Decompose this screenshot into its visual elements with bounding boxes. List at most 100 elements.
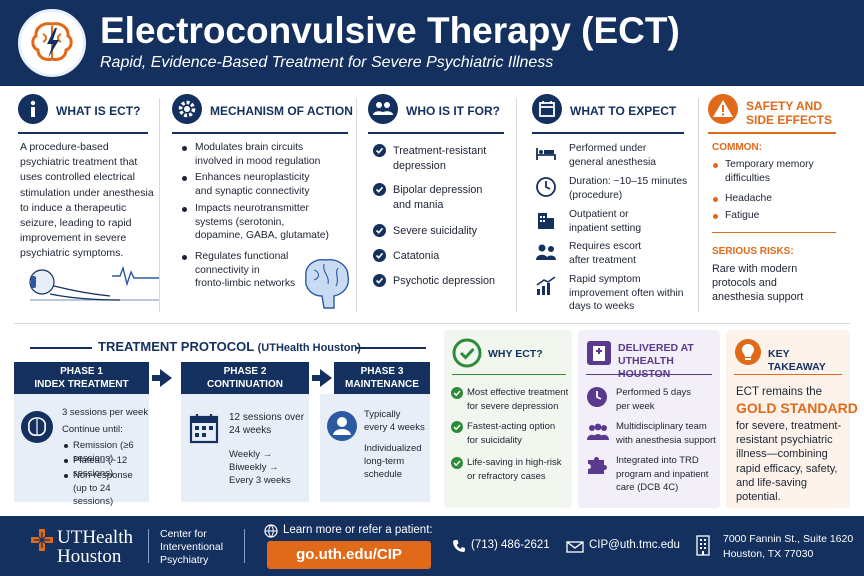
bullet-dot bbox=[182, 255, 187, 260]
column-separator bbox=[516, 98, 517, 312]
divider bbox=[712, 232, 836, 233]
person-icon bbox=[327, 411, 357, 441]
column-separator bbox=[159, 98, 160, 312]
uthealth-logo-icon bbox=[31, 529, 53, 551]
footer-separator bbox=[244, 529, 245, 563]
check-circle-icon bbox=[452, 338, 482, 368]
group-icon bbox=[368, 94, 398, 124]
arrow-stem bbox=[312, 375, 322, 381]
column-separator bbox=[356, 98, 357, 312]
arrow-right-icon bbox=[320, 369, 332, 387]
phone-icon bbox=[453, 540, 465, 552]
arrow-stem bbox=[152, 375, 162, 381]
learn-more-text: Learn more or refer a patient: bbox=[283, 524, 433, 536]
bullet-dot bbox=[713, 163, 718, 168]
section-rule bbox=[172, 132, 348, 134]
page-subtitle: Rapid, Evidence-Based Treatment for Seve… bbox=[100, 54, 554, 71]
section-divider bbox=[14, 323, 850, 324]
section-rule bbox=[532, 132, 684, 134]
who-item: Psychotic depression bbox=[393, 275, 496, 287]
why-ect-title: WHY ECT? bbox=[488, 348, 543, 360]
check-icon bbox=[373, 183, 386, 196]
phone-number[interactable]: (713) 486-2621 bbox=[471, 539, 550, 551]
phase-1-frequency: 3 sessions per week bbox=[62, 407, 149, 418]
patient-illustration bbox=[29, 265, 160, 301]
check-icon bbox=[373, 144, 386, 157]
takeaway-intro: ECT remains the bbox=[736, 386, 823, 398]
check-icon bbox=[373, 249, 386, 262]
bullet-dot bbox=[182, 146, 187, 151]
what-to-expect-title: WHAT TO EXPECT bbox=[570, 104, 677, 118]
chart-up-icon bbox=[536, 276, 556, 295]
team-icon bbox=[587, 423, 609, 440]
page-title: Electroconvulsive Therapy (ECT) bbox=[100, 10, 680, 51]
section-rule bbox=[708, 132, 836, 134]
what-is-ect-title: WHAT IS ECT? bbox=[56, 104, 141, 118]
title-rule-right bbox=[356, 347, 426, 349]
section-rule bbox=[18, 132, 148, 134]
bullet-dot bbox=[713, 214, 718, 219]
phase-1-box: 3 sessions per week Continue until: Remi… bbox=[14, 394, 149, 507]
takeaway-text: for severe, treatment-resistant psychiat… bbox=[736, 420, 842, 504]
who-title: WHO IS IT FOR? bbox=[406, 104, 500, 118]
side-effect-item: Headache bbox=[725, 193, 772, 204]
who-item: Catatonia bbox=[393, 250, 440, 262]
gold-standard-highlight: GOLD STANDARD bbox=[736, 400, 858, 416]
phase-1-criterion: Non-response(up to 24 sessions) bbox=[73, 470, 133, 507]
phase-1-criterion: Remission (≥6 sessions) bbox=[73, 440, 134, 464]
email-icon bbox=[566, 541, 584, 553]
common-label: COMMON: bbox=[712, 142, 762, 153]
side-effect-item: Fatigue bbox=[725, 210, 760, 221]
referral-link[interactable]: go.uth.edu/CIP bbox=[267, 541, 431, 569]
puzzle-icon bbox=[588, 457, 607, 474]
check-icon bbox=[451, 387, 463, 399]
email-address[interactable]: CIP@uth.tmc.edu bbox=[589, 539, 680, 551]
check-icon bbox=[451, 457, 463, 469]
calendar-grid-icon bbox=[189, 414, 219, 444]
head-brain-icon bbox=[21, 411, 53, 443]
logo-text-2: Houston bbox=[57, 546, 122, 567]
takeaway-title: KEY TAKEAWAY bbox=[768, 348, 826, 373]
who-item: Severe suicidality bbox=[393, 225, 478, 237]
clock-icon bbox=[536, 177, 556, 197]
warning-icon bbox=[708, 94, 738, 124]
mechanism-title: MECHANISM OF ACTION bbox=[210, 104, 353, 118]
globe-icon bbox=[264, 524, 278, 538]
footer-separator bbox=[148, 529, 149, 563]
people-icon bbox=[536, 244, 556, 260]
expect-item: Duration: ~10–15 minutes(procedure) bbox=[569, 176, 688, 201]
phase-1-criterion: Plateau (~12 sessions) bbox=[73, 455, 128, 479]
title-rule-left bbox=[30, 347, 92, 349]
serious-risks-label: SERIOUS RISKS: bbox=[712, 246, 794, 257]
check-icon bbox=[373, 274, 386, 287]
divider bbox=[452, 374, 566, 375]
gear-icon bbox=[172, 94, 202, 124]
lightbulb-icon bbox=[735, 339, 761, 365]
divider bbox=[734, 374, 842, 375]
bed-icon bbox=[536, 148, 556, 160]
